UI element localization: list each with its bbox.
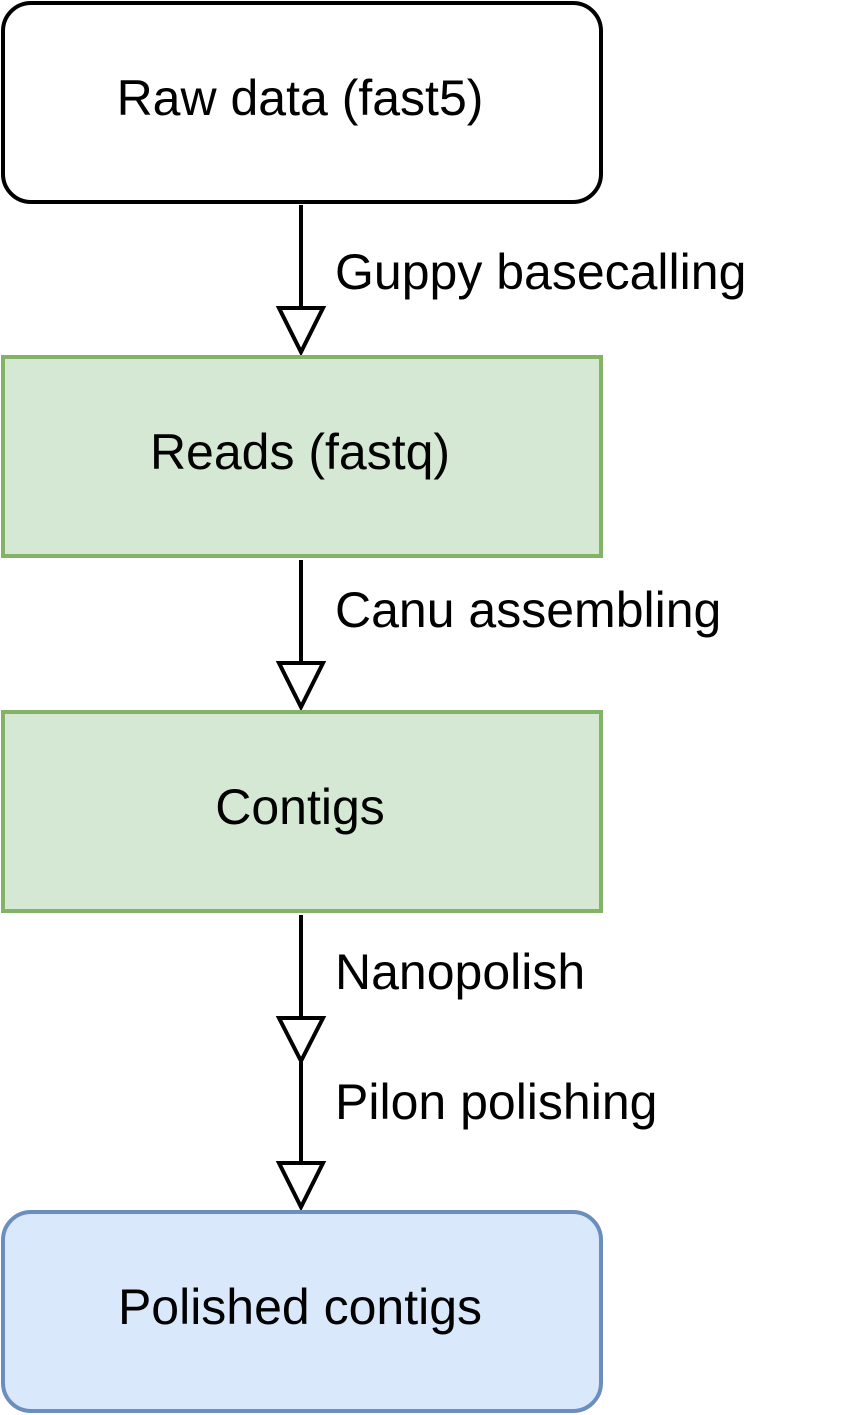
edge-pilon-polishing-label: Pilon polishing [335, 1074, 657, 1130]
edge-polishing: Nanopolish Pilon polishing [275, 915, 657, 1212]
node-contigs: Contigs [1, 710, 603, 913]
edge-canu-assembling: Canu assembling [275, 560, 721, 712]
open-arrowhead-icon [275, 1016, 327, 1066]
open-arrowhead-icon [275, 306, 327, 357]
edge-guppy-basecalling-label: Guppy basecalling [335, 244, 746, 300]
node-reads: Reads (fastq) [1, 355, 603, 558]
node-polished-contigs: Polished contigs [1, 1210, 603, 1413]
edge-guppy-basecalling: Guppy basecalling [275, 205, 746, 357]
node-raw-data-box [1, 1, 603, 204]
edge-nanopolish-label: Nanopolish [335, 944, 585, 1000]
node-raw-data: Raw data (fast5) [1, 1, 603, 204]
node-raw-data-label: Raw data (fast5) [117, 70, 484, 126]
node-reads-label: Reads (fastq) [150, 424, 450, 480]
node-polished-contigs-box [1, 1210, 603, 1413]
open-arrowhead-icon [275, 1161, 327, 1212]
node-contigs-label: Contigs [215, 779, 385, 835]
node-contigs-box [1, 710, 603, 913]
node-reads-box [1, 355, 603, 558]
open-arrowhead-icon [275, 661, 327, 712]
edge-canu-assembling-label: Canu assembling [335, 582, 721, 638]
node-polished-contigs-label: Polished contigs [118, 1279, 482, 1335]
